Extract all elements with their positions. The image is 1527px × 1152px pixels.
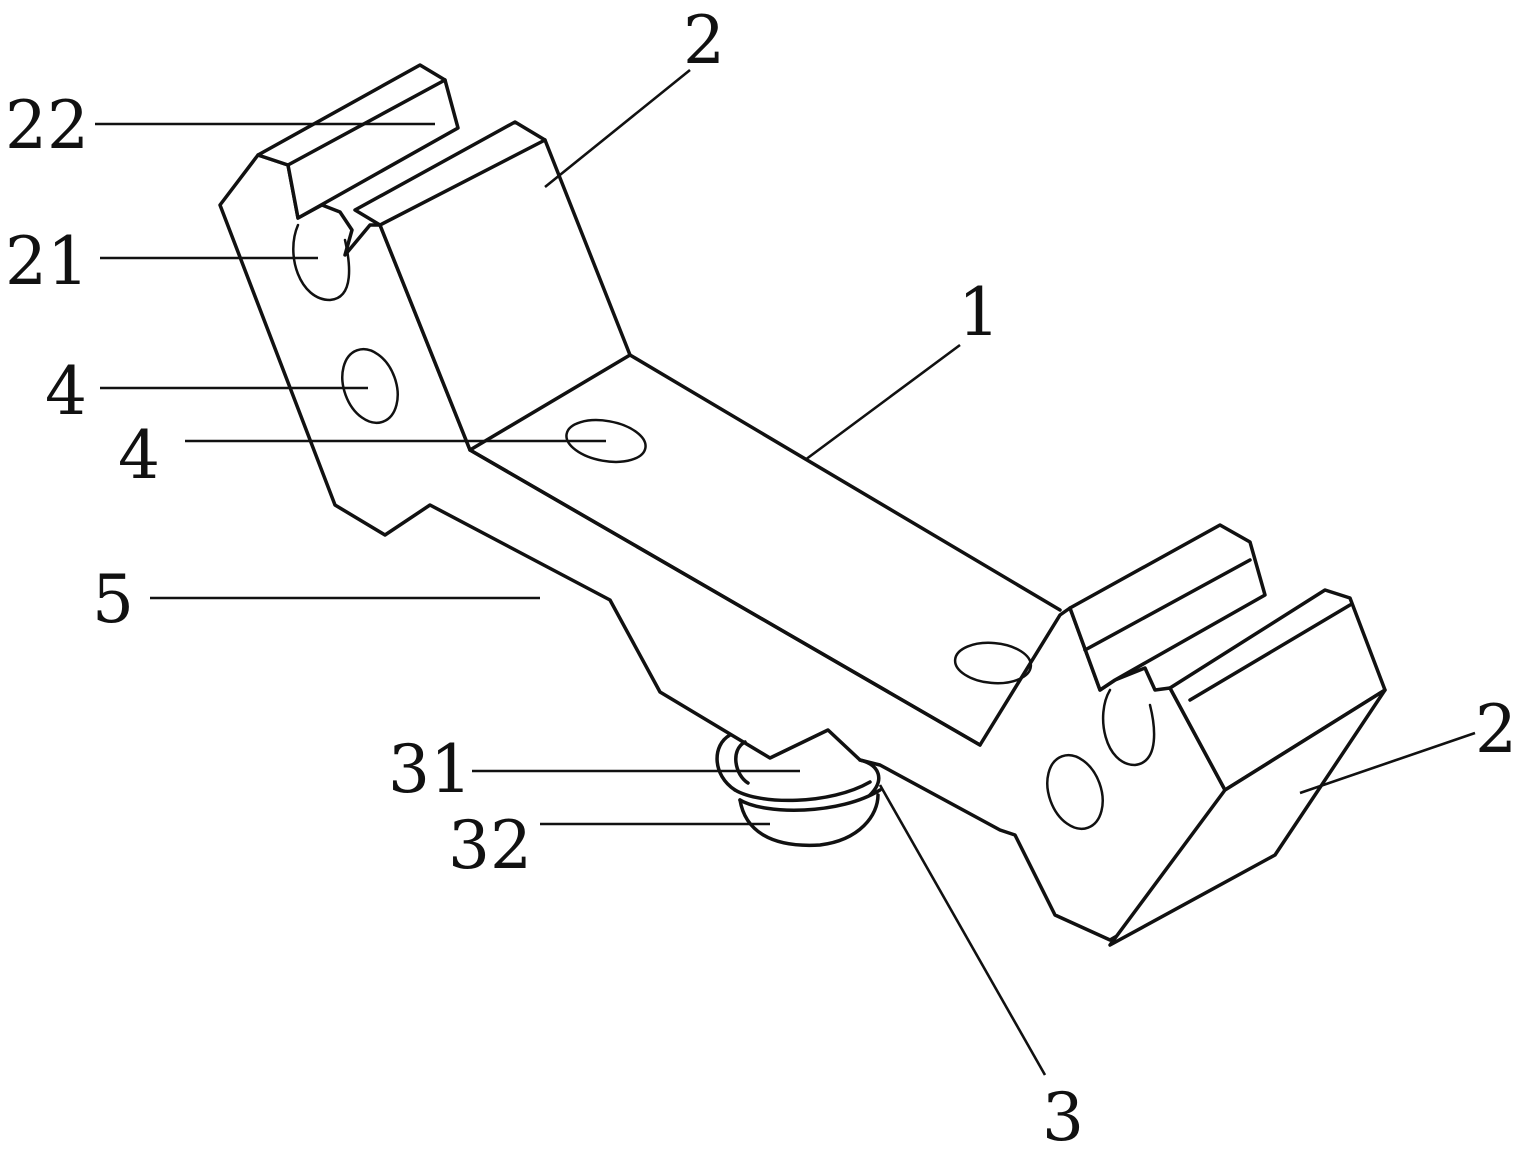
- hole-4-side: [341, 347, 399, 425]
- right-clamp-ridge: [1083, 558, 1252, 652]
- leader-1: [804, 343, 961, 462]
- reference-labels: 22 21 4 4 5 31 32 3 1 2 2: [5, 2, 1517, 1152]
- label-4-side: 4: [45, 353, 87, 430]
- label-3: 3: [1042, 1079, 1084, 1152]
- right-clamp-bottom-face: [1108, 688, 1387, 947]
- hole-right-top: [953, 641, 1033, 685]
- label-31: 31: [388, 731, 472, 808]
- hole-4-top: [565, 418, 647, 464]
- left-clamp-wall-edge: [378, 138, 547, 227]
- label-22: 22: [5, 87, 89, 164]
- label-2-bottom: 2: [1475, 691, 1517, 768]
- right-clamp-top-face: [1068, 523, 1267, 692]
- leader-2-bottom: [1299, 731, 1476, 795]
- label-5: 5: [92, 561, 134, 638]
- body-outline: [218, 153, 1297, 942]
- bracket-body: [218, 63, 1387, 947]
- beam-front-edge: [468, 448, 982, 747]
- hole-right-side: [1046, 753, 1104, 831]
- label-32: 32: [448, 807, 532, 884]
- label-21: 21: [5, 223, 89, 300]
- leader-3: [878, 784, 1047, 1076]
- left-clamp-ridge: [286, 78, 447, 167]
- slot-right: [1101, 688, 1156, 767]
- beam-top-edge: [628, 353, 1062, 612]
- leader-2-top: [544, 68, 691, 189]
- screw-knob: [715, 733, 882, 848]
- right-clamp-inner-edge: [1188, 603, 1352, 702]
- label-1: 1: [958, 274, 1000, 351]
- slot-21: [292, 223, 351, 302]
- leader-lines: [95, 68, 1476, 1076]
- label-4-top: 4: [118, 417, 160, 494]
- label-2-top: 2: [683, 2, 725, 79]
- right-clamp-wall: [1168, 588, 1387, 792]
